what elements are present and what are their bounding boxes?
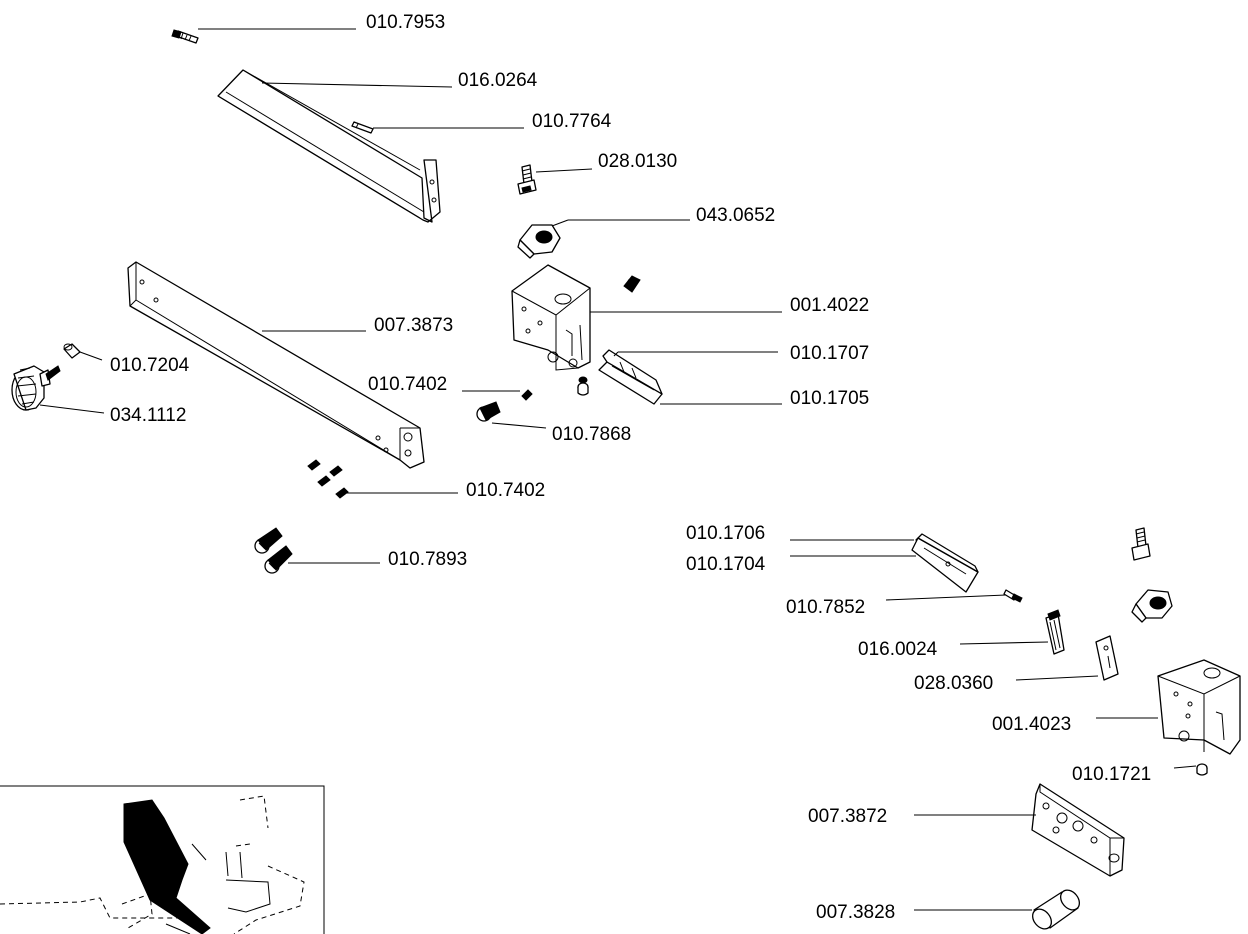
callout-010-7764: 010.7764	[532, 111, 612, 132]
part-knob-034-1112	[11, 365, 61, 411]
part-setscrew-010-7402-a	[521, 389, 533, 401]
part-plate-028-0360	[1095, 635, 1119, 681]
part-screw-010-7953	[171, 29, 199, 44]
part-block-001-4022	[511, 264, 591, 371]
callout-010-1706: 010.1706	[686, 523, 765, 544]
callout-010-7402-a: 010.7402	[368, 374, 447, 395]
callout-010-7893: 010.7893	[388, 549, 467, 570]
part-screw-010-7868	[476, 401, 501, 422]
part-pin-010-7764	[351, 121, 374, 134]
part-bracket-016-0264	[217, 69, 441, 223]
leader-lines	[39, 28, 1197, 911]
part-screw-block-top	[623, 275, 641, 293]
part-slide-010-1705	[598, 349, 663, 405]
callout-010-7204: 010.7204	[110, 355, 190, 376]
part-plate-007-3872	[1031, 783, 1125, 877]
part-nut-010-1721	[1196, 763, 1208, 776]
part-slide-010-1704	[911, 533, 979, 593]
part-block-001-4023	[1157, 659, 1241, 755]
callout-010-1721: 010.1721	[1072, 764, 1151, 785]
callout-016-0024: 016.0024	[858, 639, 938, 660]
part-screw-right	[1131, 527, 1151, 561]
callout-010-7852: 010.7852	[786, 597, 865, 618]
inset-locator-view	[0, 785, 325, 934]
part-spacer-010-7204	[63, 343, 81, 359]
callout-010-7953: 010.7953	[366, 12, 445, 33]
part-screw-028-0130	[517, 164, 537, 195]
part-small-nut	[577, 376, 589, 396]
callout-001-4023: 001.4023	[992, 714, 1071, 735]
callout-028-0360: 028.0360	[914, 673, 993, 694]
callout-034-1112: 034.1112	[110, 405, 186, 426]
part-nut-043-0652	[517, 224, 561, 259]
callout-010-1707: 010.1707	[790, 343, 869, 364]
part-setscrews-010-7402-b	[307, 459, 349, 499]
callout-043-0652: 043.0652	[696, 205, 775, 226]
callout-labels: 010.7953 016.0264 010.7764 028.0130 043.…	[110, 12, 1151, 923]
part-clip-016-0024	[1045, 609, 1065, 655]
callout-016-0264: 016.0264	[458, 70, 538, 91]
part-nut-right	[1131, 589, 1173, 623]
callout-028-0130: 028.0130	[598, 151, 677, 172]
part-screws-010-7893	[254, 527, 293, 574]
callout-001-4022: 001.4022	[790, 295, 869, 316]
part-bar-007-3873	[127, 261, 425, 469]
part-screw-010-7852	[1003, 589, 1023, 603]
callout-010-7402-b: 010.7402	[466, 480, 545, 501]
callout-007-3872: 007.3872	[808, 806, 887, 827]
callout-007-3828: 007.3828	[816, 902, 895, 923]
callout-010-7868: 010.7868	[552, 424, 631, 445]
part-bushing-007-3828	[1031, 889, 1081, 930]
callout-007-3873: 007.3873	[374, 315, 453, 336]
callout-010-1705: 010.1705	[790, 388, 869, 409]
callout-010-1704: 010.1704	[686, 554, 766, 575]
